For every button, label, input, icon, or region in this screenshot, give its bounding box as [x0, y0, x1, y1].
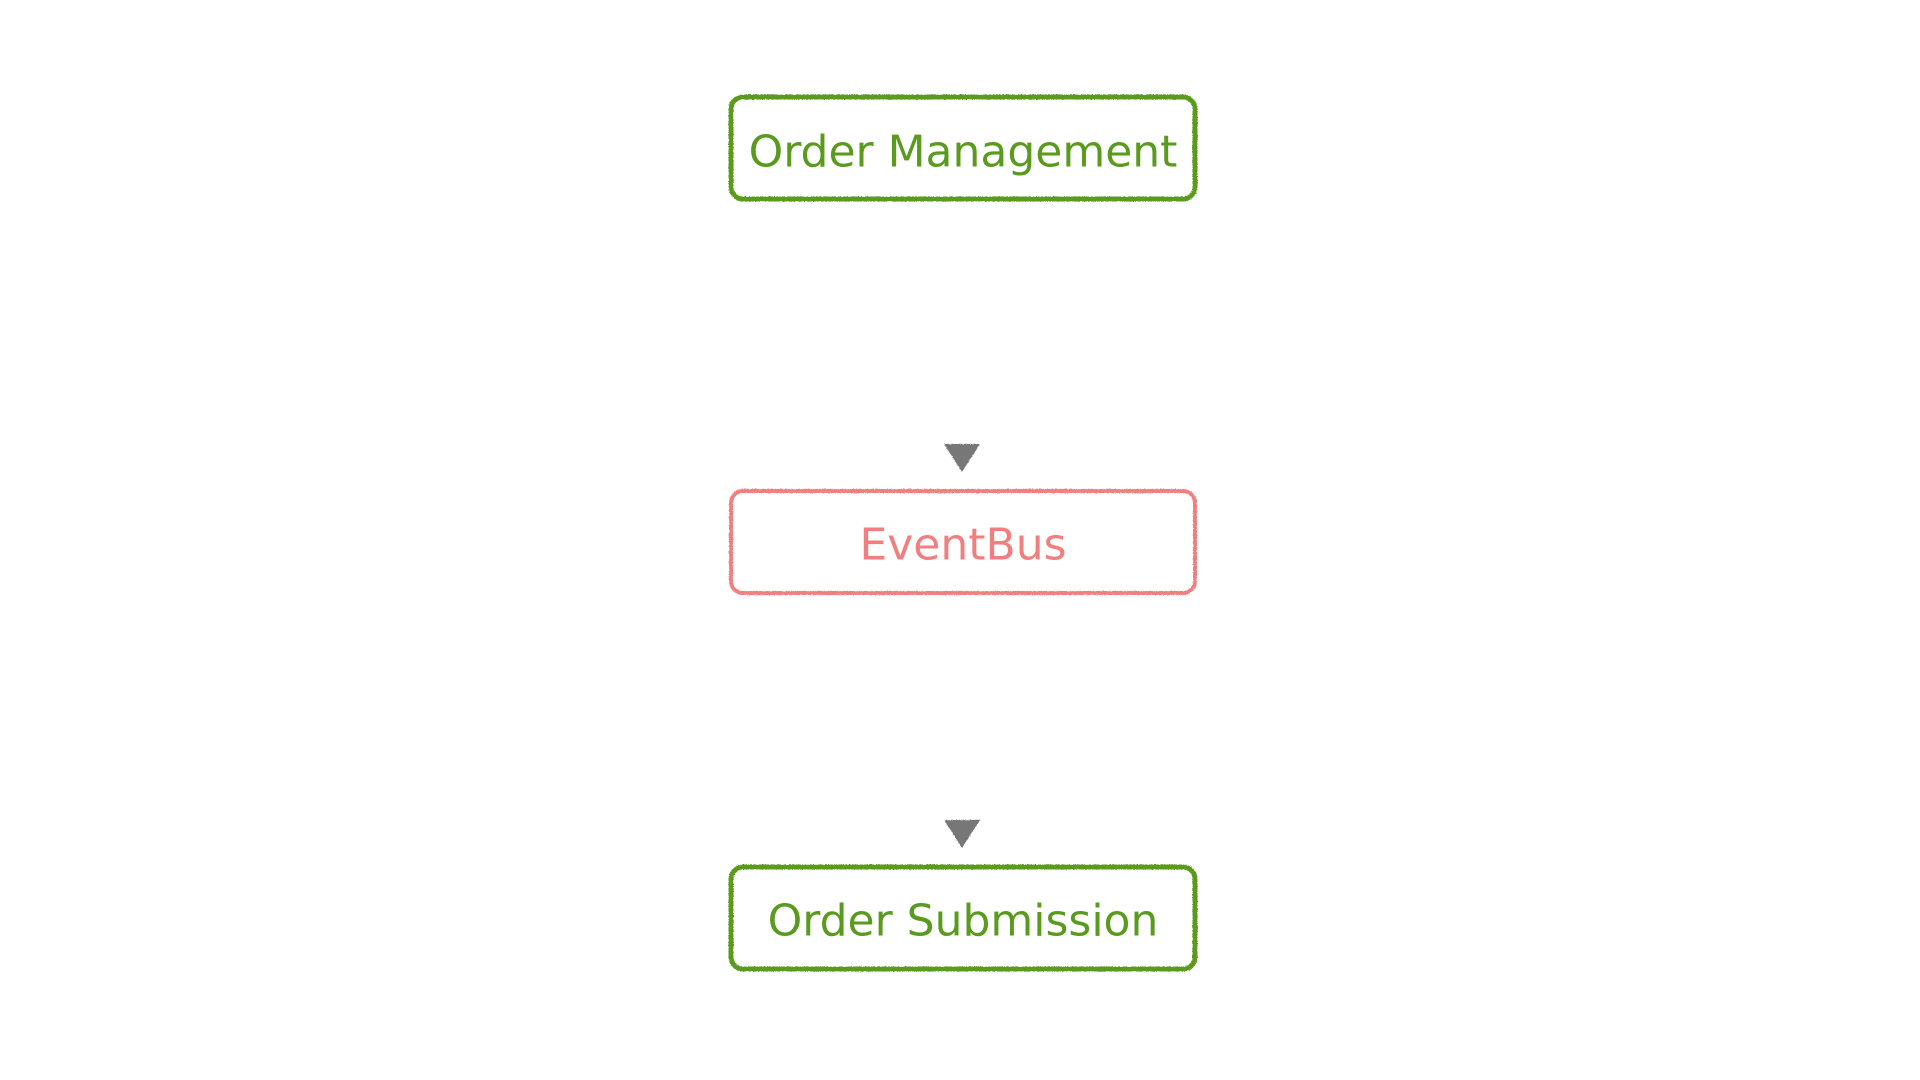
node-order-management: Order Management [728, 94, 1198, 202]
edge-eventbus-to-order-submission [944, 611, 980, 848]
node-eventbus: EventBus [729, 489, 1197, 595]
node-box [729, 489, 1197, 595]
arrow-head-icon [944, 444, 980, 472]
edge-order-management-to-eventbus [944, 217, 980, 472]
node-label: EventBus [859, 520, 1066, 571]
node-box [728, 864, 1198, 972]
node-label: Order Submission [768, 896, 1159, 947]
arrow-head-icon [944, 820, 980, 848]
node-label: Order Management [749, 127, 1178, 178]
node-order-submission: Order Submission [728, 864, 1198, 972]
node-box [728, 94, 1198, 202]
